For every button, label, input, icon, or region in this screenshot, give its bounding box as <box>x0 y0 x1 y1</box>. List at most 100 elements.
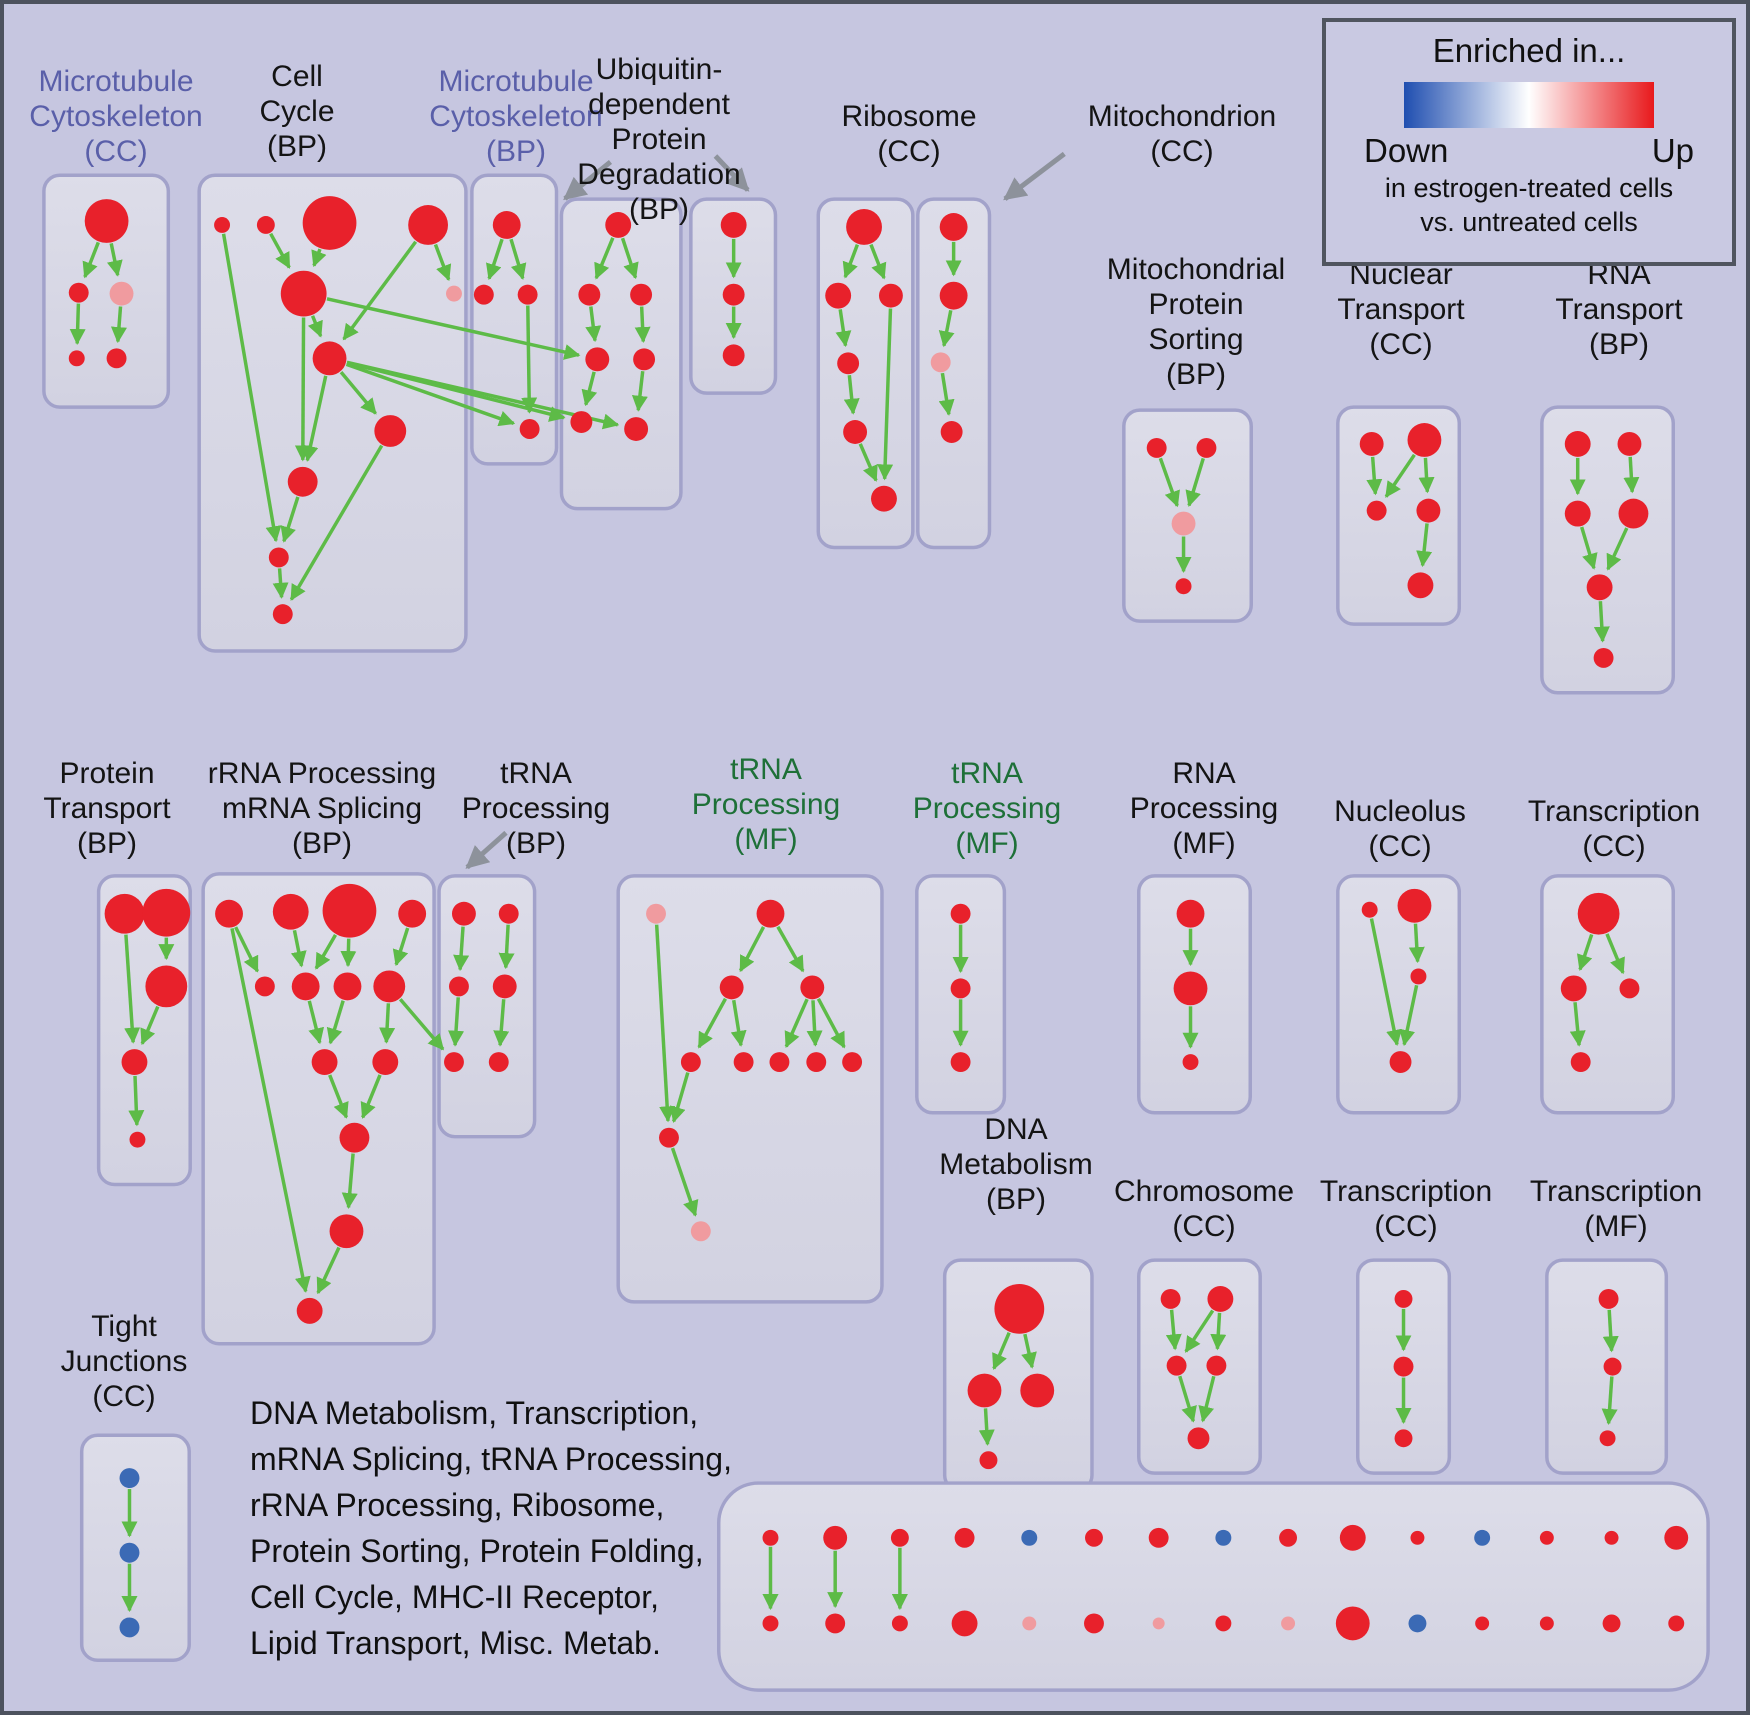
edge-arrow <box>816 997 846 1049</box>
gene-node-red <box>311 1049 338 1075</box>
edge-arrow <box>498 924 515 970</box>
gene-node-red <box>967 1373 1002 1408</box>
gene-node-red <box>215 899 243 928</box>
misc-category-list: DNA Metabolism, Transcription,mRNA Splic… <box>250 1395 732 1662</box>
edge-arrow <box>272 568 289 599</box>
gene-node-red <box>339 1122 370 1153</box>
gene-node-red <box>842 1052 863 1072</box>
gene-node-red <box>1603 1357 1622 1376</box>
gene-node-red <box>878 283 903 308</box>
gene-node-red <box>1207 1285 1234 1312</box>
legend-subtitle-line2: vs. untreated cells <box>1420 207 1638 237</box>
gene-node-red <box>84 199 129 243</box>
edge-arrow <box>938 309 955 348</box>
gene-node-red <box>891 1615 908 1632</box>
gene-node-red <box>890 1528 909 1547</box>
edge-arrow <box>1408 923 1425 964</box>
gene-node-red <box>329 1214 364 1249</box>
edge-arrow <box>992 1332 1011 1371</box>
gene-node-red <box>448 976 469 997</box>
gene-node-red <box>733 1052 754 1072</box>
edge-arrow <box>326 297 581 360</box>
gene-node-red <box>1366 500 1387 521</box>
gene-node-red <box>1397 888 1432 923</box>
gene-node-red <box>68 350 85 367</box>
gene-node-red <box>1335 1606 1370 1641</box>
edge-arrow <box>563 159 613 201</box>
gene-node-red <box>104 893 145 934</box>
edge-arrow <box>280 496 300 543</box>
gene-node-red <box>624 417 649 441</box>
edge-arrow <box>1384 453 1416 498</box>
gene-node-red <box>1407 572 1434 599</box>
edge-arrow <box>302 375 328 462</box>
edge-arrow <box>697 997 727 1049</box>
legend: Enriched in... Down Up in estrogen-treat… <box>1322 18 1736 266</box>
gene-node-red <box>1359 431 1384 456</box>
gene-node-red <box>1602 1614 1621 1633</box>
gene-node-pink <box>930 352 951 373</box>
edge-arrow <box>328 1074 349 1119</box>
gene-node-red <box>519 419 540 439</box>
gene-node-pink <box>646 903 666 924</box>
gene-node-red <box>800 975 825 1000</box>
edge-arrow <box>713 154 750 192</box>
edge-arrow <box>858 443 878 482</box>
group-box-transcription-cc-1 <box>1540 874 1676 1115</box>
edge-arrow <box>631 371 648 412</box>
gene-node-red <box>1407 423 1442 457</box>
edge-arrow <box>1003 151 1066 201</box>
edge-arrow <box>493 999 510 1047</box>
gene-node-red <box>633 348 656 371</box>
gene-node-red <box>846 209 882 245</box>
edge-arrow <box>1605 933 1625 975</box>
gene-node-red <box>1564 500 1591 527</box>
gene-node-red <box>939 281 968 310</box>
gene-node-red <box>843 420 868 444</box>
gene-node-red <box>837 352 860 375</box>
legend-up-label: Up <box>1651 132 1694 169</box>
edge-arrow <box>1418 457 1435 494</box>
gene-node-red <box>302 196 357 250</box>
edge-arrow <box>453 926 470 972</box>
edge-arrow <box>290 929 307 968</box>
edge-arrow <box>669 1072 690 1123</box>
legend-down-label: Down <box>1364 132 1449 169</box>
edge-arrow <box>938 372 955 416</box>
edge-arrow <box>869 243 887 280</box>
gene-node-pink <box>109 281 134 306</box>
gene-node-red <box>280 270 327 317</box>
edge-arrow <box>1601 1376 1618 1425</box>
gene-node-red <box>994 1284 1045 1334</box>
gene-node-red <box>498 903 519 924</box>
edge-arrow <box>340 938 357 968</box>
edge-arrow <box>634 306 651 344</box>
gene-node-red <box>630 283 653 306</box>
gene-node-red <box>1564 430 1591 457</box>
edge-arrow <box>448 997 465 1047</box>
gene-node-blue <box>119 1542 140 1563</box>
gene-node-red <box>1598 1288 1619 1309</box>
edge-arrow <box>465 830 508 870</box>
gene-node-red <box>659 1127 679 1148</box>
edge-arrow <box>398 998 445 1051</box>
edge-arrow <box>1021 1333 1037 1369</box>
group-box-rrna-processing-mrna-splicing-bp <box>201 872 436 1346</box>
gene-node-red <box>939 213 968 241</box>
edge-arrow <box>1580 526 1598 570</box>
gene-node-red <box>1176 899 1205 928</box>
gene-node-red <box>950 1052 971 1072</box>
edge-arrow <box>294 317 311 462</box>
edge-arrow <box>670 1147 699 1217</box>
edge-arrow <box>842 244 860 279</box>
gene-node-red <box>129 1131 146 1148</box>
gene-node-red <box>1206 1355 1227 1376</box>
gene-node-red <box>517 284 538 305</box>
edge-arrow <box>738 926 766 973</box>
gene-node-blue <box>1215 1529 1232 1546</box>
gene-node-red <box>1539 1616 1554 1631</box>
edge-arrow <box>1576 933 1594 972</box>
gene-node-red <box>1196 437 1217 458</box>
edge-arrow <box>82 241 100 279</box>
edge-arrow <box>124 934 141 1044</box>
